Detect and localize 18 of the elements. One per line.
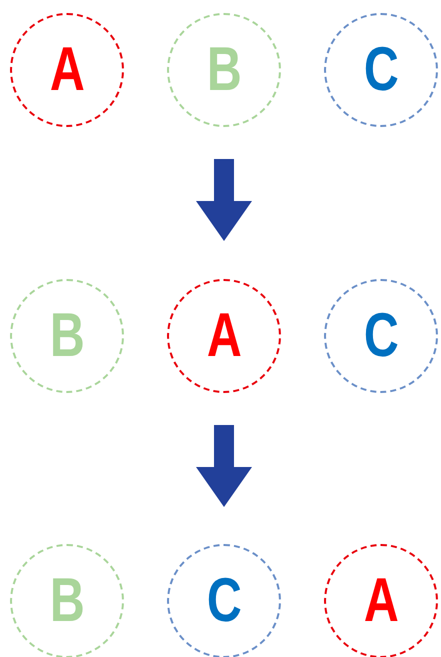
dashed-circle (167, 544, 281, 657)
dashed-circle (324, 279, 438, 393)
letter-label: C (206, 570, 242, 632)
dashed-circle (167, 13, 281, 127)
dashed-circle (10, 279, 124, 393)
letter-label: A (206, 305, 242, 367)
letter-label: C (364, 305, 398, 367)
dashed-circle (10, 544, 124, 657)
dashed-circle (324, 544, 438, 657)
letter-label: A (364, 570, 398, 632)
letter-label: B (206, 39, 242, 101)
letter-label: B (50, 305, 84, 367)
letter-label: C (364, 39, 398, 101)
dashed-circle (10, 13, 124, 127)
dashed-circle (167, 279, 281, 393)
letter-label: A (50, 39, 84, 101)
dashed-circle (324, 13, 438, 127)
letter-label: B (50, 570, 84, 632)
